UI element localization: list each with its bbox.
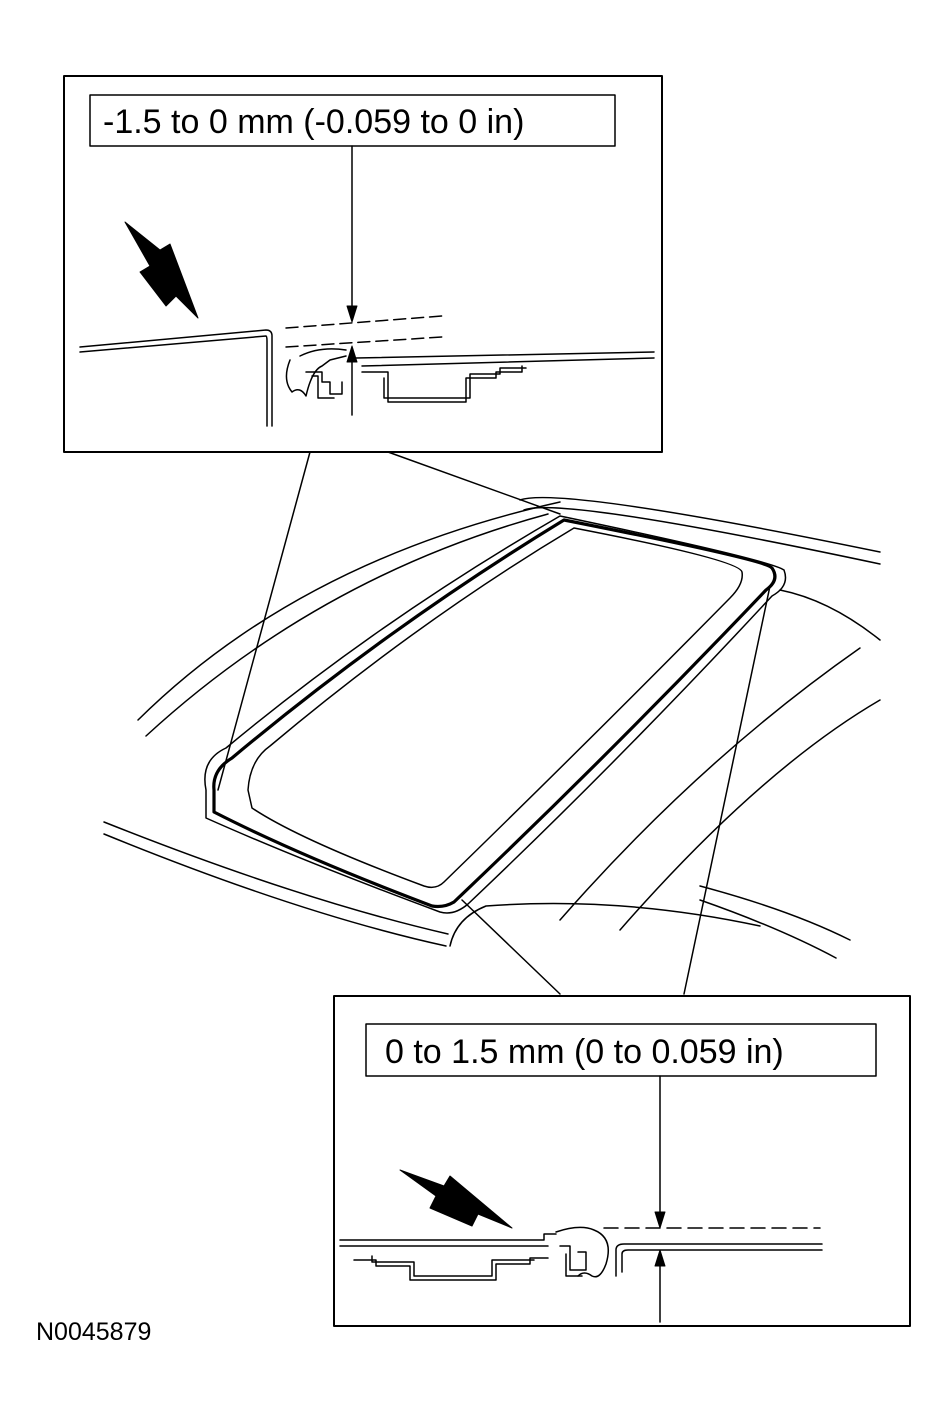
top-up-arrow [346,345,358,416]
bottom-up-arrow [654,1249,666,1323]
top-roof-panel-section [79,329,273,427]
figure-id-label: N0045879 [36,1318,151,1346]
top-reference-dash-lower [285,336,443,348]
top-glass-seal-section [285,348,655,403]
bottom-pointer-arrow-icon [399,1169,513,1229]
top-detail-callout: -1.5 to 0 mm (-0.059 to 0 in) [63,75,663,453]
bottom-dimension-label: 0 to 1.5 mm (0 to 0.059 in) [385,1033,784,1071]
top-detail-frame [63,75,663,453]
bottom-detail-frame [333,995,911,1327]
bottom-detail-callout: 0 to 1.5 mm (0 to 0.059 in) [333,995,911,1327]
bottom-roof-panel-section [615,1243,823,1277]
bottom-dimension-label-box: 0 to 1.5 mm (0 to 0.059 in) [365,1023,877,1077]
top-dimension-label: -1.5 to 0 mm (-0.059 to 0 in) [103,103,524,141]
top-reference-dash-upper [285,315,443,329]
bottom-glass-seal-section [339,1226,609,1281]
top-pointer-arrow-icon [124,221,199,319]
vehicle-roof-view [103,496,881,959]
top-down-arrow [346,145,358,323]
top-dimension-label-box: -1.5 to 0 mm (-0.059 to 0 in) [89,94,616,147]
bottom-down-arrow [654,1075,666,1229]
